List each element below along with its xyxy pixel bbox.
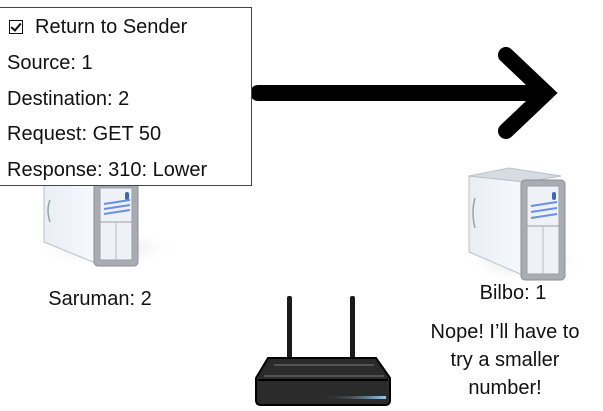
- server-tower-icon: [31, 171, 181, 268]
- packet-request: Request: GET 50: [7, 123, 162, 145]
- server-tower-icon: [463, 167, 587, 284]
- return-flag: Return to Sender: [9, 16, 187, 38]
- return-flag-label: Return to Sender: [35, 16, 188, 38]
- wireless-router-icon: [255, 296, 391, 406]
- packet-response: Response: 310: Lower: [7, 159, 208, 181]
- saruman-label: Saruman: 2: [48, 288, 152, 310]
- speech-line-1: Nope! I’ll have to: [430, 321, 580, 343]
- bilbo-label: Bilbo: 1: [479, 282, 547, 304]
- checkbox-checked-icon: [9, 20, 23, 34]
- speech-line-3: number!: [468, 377, 542, 399]
- bilbo-speech: Nope! I’ll have to try a smaller number!: [410, 318, 600, 402]
- packet-source: Source: 1: [7, 52, 93, 74]
- speech-line-2: try a smaller: [450, 349, 560, 371]
- packet-info-box: Return to Sender Source: 1 Destination: …: [0, 7, 252, 186]
- arrow-right-icon: [250, 47, 558, 139]
- packet-destination: Destination: 2: [7, 88, 130, 110]
